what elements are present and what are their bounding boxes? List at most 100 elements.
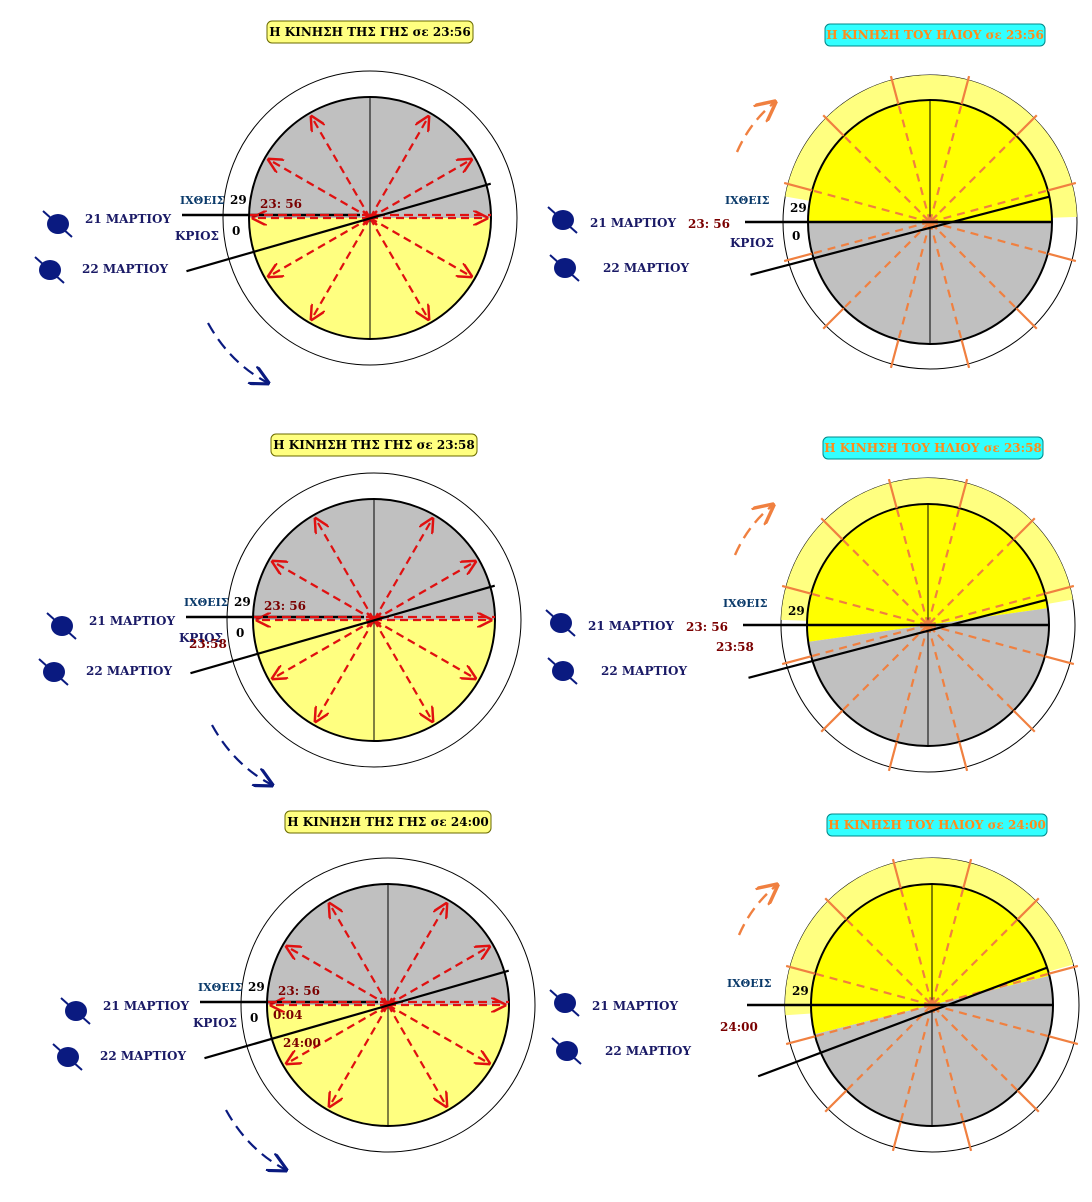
sun-ray-tick: [1048, 1035, 1079, 1046]
sun-ray-tick: [889, 75, 900, 105]
sun-ray-tick: [822, 114, 845, 137]
sun-title-text: Η ΚΙΝΗΣΗ ΤΟΥ ΗΛΙΟΥ σε 23:56: [826, 28, 1044, 42]
sun-title-box: [826, 813, 1048, 837]
sun-ray: [269, 160, 371, 219]
daylight-band: [781, 477, 1073, 621]
sun-ray: [841, 624, 929, 712]
earth-icon-axis: [46, 612, 77, 640]
pisces-label: ΙΧΘΕΙΣ: [180, 194, 225, 207]
date-22-label: 22 ΜΑΡΤΙΟΥ: [603, 261, 689, 275]
sun-ray: [899, 1004, 934, 1123]
sun-ray-tick: [1015, 307, 1038, 330]
sun-title-box: [824, 23, 1046, 47]
pisces-degree: 29: [792, 984, 809, 998]
earth-icon-axis: [34, 256, 65, 284]
earth-icon: [551, 1037, 582, 1065]
sun-ray-tick: [1012, 709, 1036, 733]
earth-title: Η ΚΙΝΗΣΗ ΤΗΣ ΓΗΣ σε 23:56: [266, 20, 474, 44]
earth-icon-axis: [52, 1043, 83, 1071]
sun-ray: [895, 624, 930, 743]
date-21-label: 21 ΜΑΡΤΙΟΥ: [103, 999, 189, 1013]
sun-ray: [810, 623, 929, 658]
sun-ray-tick: [889, 339, 900, 369]
sun-ray: [931, 1004, 1019, 1092]
sun-ray: [927, 538, 1015, 626]
time-label-d: 24:00: [283, 1036, 321, 1050]
sun-ray-tick: [781, 584, 812, 595]
sun-ray: [273, 562, 375, 621]
sun-ray-tick: [820, 517, 844, 541]
sun-ray-tick: [1044, 584, 1075, 595]
date-22-label: 22 ΜΑΡΤΙΟΥ: [601, 664, 687, 678]
sun-ray-tick: [783, 252, 813, 263]
date-line-22: [757, 966, 1048, 1078]
sun-ray: [930, 887, 965, 1006]
earth-title: Η ΚΙΝΗΣΗ ΤΗΣ ΓΗΣ σε 23:58: [270, 433, 478, 457]
sun-ray: [845, 1004, 933, 1092]
sun-motion-arrow: [737, 885, 777, 936]
sun-ray: [929, 189, 1049, 224]
sun-ray-tick: [887, 741, 898, 772]
date-21-label: 21 ΜΑΡΤΙΟΥ: [588, 619, 674, 633]
sun-ray: [845, 918, 933, 1006]
row-2: Η ΚΙΝΗΣΗ ΤΗΣ ΓΗΣ σε 23:58 Η ΚΙΝΗΣΗ ΤΟΥ ΗΛ…: [38, 433, 1076, 785]
sun-motion-arrow: [735, 102, 775, 153]
date-21-label: 21 ΜΑΡΤΙΟΥ: [590, 216, 676, 230]
sun-ray: [895, 507, 930, 626]
sun-ray: [841, 538, 929, 626]
earth-icon-axis: [42, 210, 73, 238]
aries-degree: 0: [792, 229, 800, 243]
rotation-arrow: [211, 724, 272, 785]
earth-title: Η ΚΙΝΗΣΗ ΤΗΣ ΓΗΣ σε 24:00: [284, 810, 492, 834]
sun-ray-tick: [824, 897, 848, 921]
sun-ray-tick: [1048, 964, 1079, 975]
earth-icon-axis: [551, 1037, 582, 1065]
earth-icon: [46, 612, 77, 640]
night-half: [808, 608, 1049, 746]
sun-ray: [811, 189, 931, 224]
sun-ray-tick: [822, 307, 845, 330]
sun-ray: [810, 592, 929, 627]
day-half: [807, 504, 1048, 642]
sun-ray-tick: [891, 858, 902, 889]
time-label-a: 23: 56: [260, 197, 302, 211]
earth-icon: [549, 254, 580, 282]
rotation-arrow: [207, 322, 268, 383]
earth-icon: [547, 206, 578, 234]
time-label-b: 23:58: [189, 637, 227, 651]
sun-title: Η ΚΙΝΗΣΗ ΤΟΥ ΗΛΙΟΥ σε 23:56: [824, 23, 1046, 47]
earth-icon-axis: [60, 997, 91, 1025]
date-line-22: [186, 182, 492, 273]
sun-ray: [387, 1004, 489, 1064]
aries-degree: 0: [250, 1011, 258, 1025]
sun-ray: [316, 519, 375, 621]
sun-ray-tick: [1016, 897, 1040, 921]
sun-ray: [928, 221, 963, 341]
night-half: [814, 975, 1053, 1126]
sun-ray-tick: [781, 655, 812, 666]
sun-ray: [931, 1003, 1050, 1038]
day-half: [811, 884, 1050, 1035]
row-1: Η ΚΙΝΗΣΗ ΤΗΣ ΓΗΣ σε 23:56 Η ΚΙΝΗΣΗ ΤΟΥ ΗΛ…: [34, 20, 1078, 383]
sun-ray-tick: [960, 75, 971, 105]
time-label-a: 23: 56: [688, 217, 730, 231]
sun-title-text: Η ΚΙΝΗΣΗ ΤΟΥ ΗΛΙΟΥ σε 23:58: [824, 441, 1042, 455]
aries-label: ΚΡΙΟΣ: [175, 229, 219, 243]
sun-ray: [927, 592, 1046, 627]
aries-degree: 0: [232, 224, 240, 238]
sun-ray: [927, 623, 1046, 658]
aries-degree: 0: [236, 626, 244, 640]
pisces-label: ΙΧΘΕΙΣ: [198, 981, 243, 994]
pisces-degree: 29: [788, 604, 805, 618]
time-label-a: 23: 56: [264, 599, 306, 613]
sun-ray: [899, 887, 934, 1006]
sun-ray: [814, 1003, 933, 1038]
sun-ray: [930, 1004, 965, 1123]
sun-ray-tick: [960, 339, 971, 369]
sun-ray: [287, 947, 389, 1006]
sun-ray-tick: [958, 741, 969, 772]
sun-ray: [287, 1004, 389, 1064]
earth-icon: [52, 1043, 83, 1071]
